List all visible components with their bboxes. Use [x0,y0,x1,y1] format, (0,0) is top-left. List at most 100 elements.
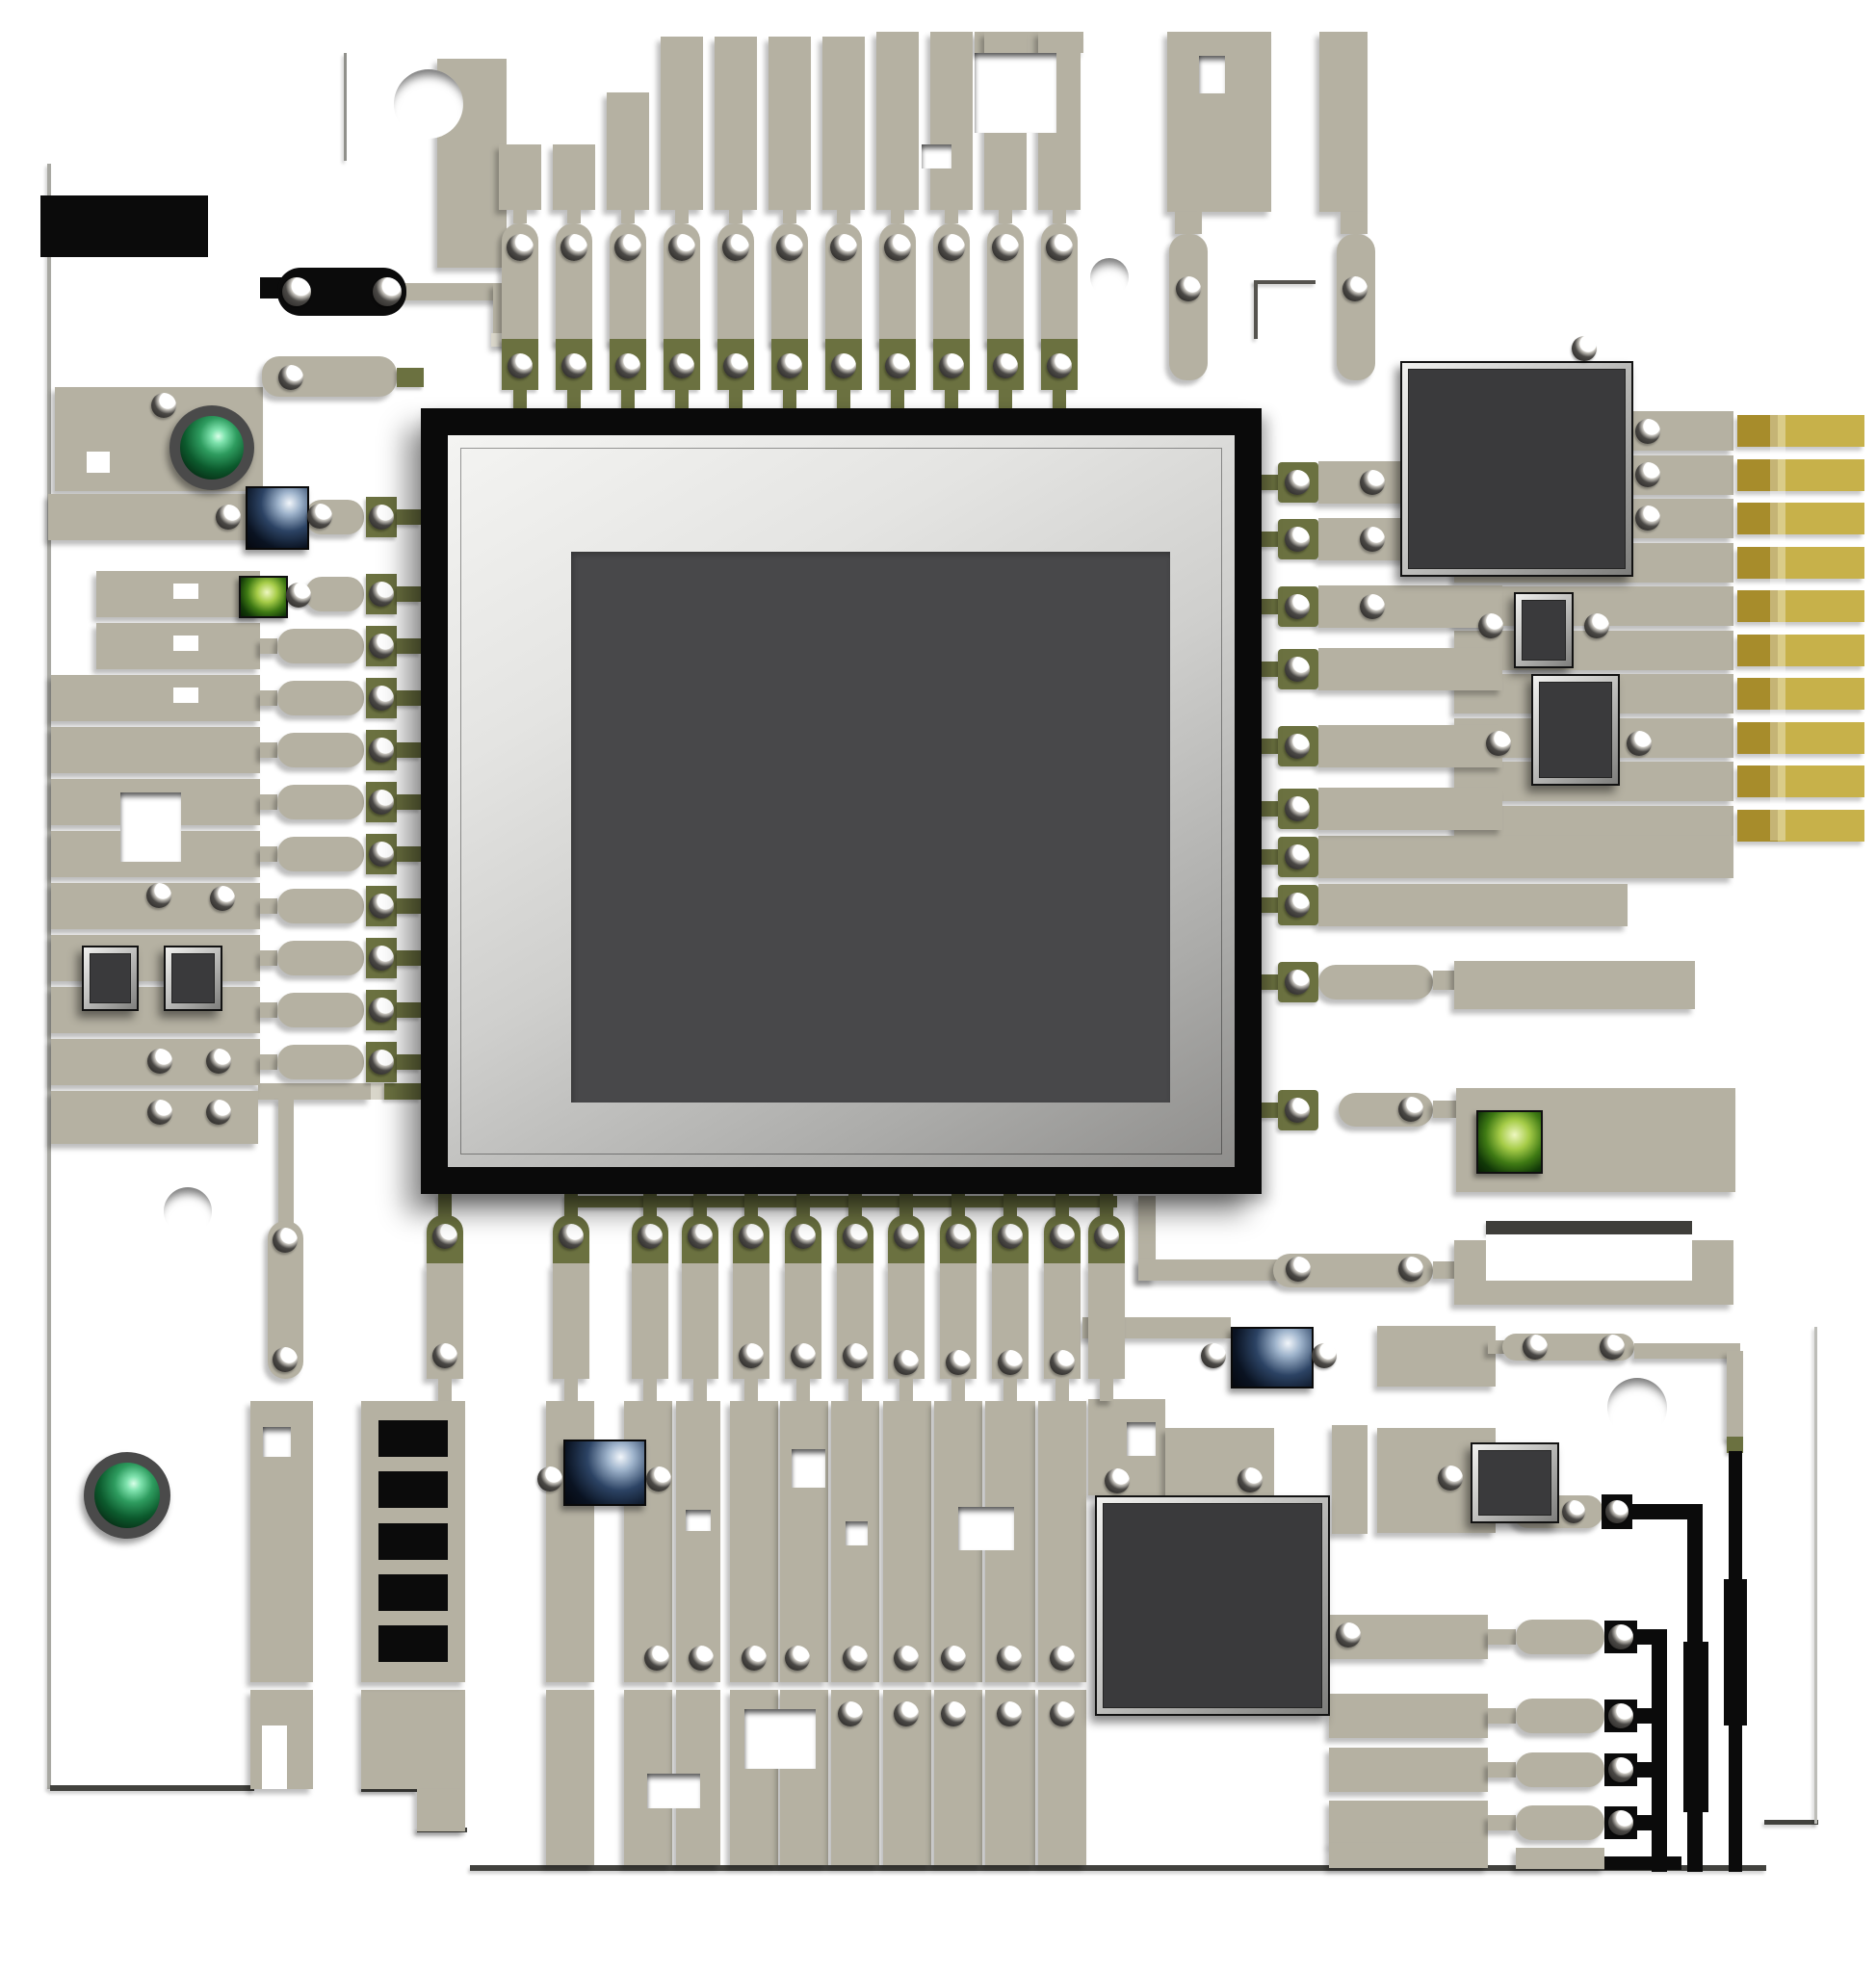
black-pad [1637,1708,1666,1724]
trace-stem [1262,974,1278,990]
solder-dot [843,1343,868,1368]
solder-dot [1285,594,1310,619]
led-ring [169,405,254,490]
solder-dot [1360,470,1385,495]
copper-trace [1433,971,1454,990]
trace-stem [564,1379,578,1401]
solder-dot [776,234,803,261]
solder-dot [689,1646,714,1671]
solder-dot [273,1228,298,1253]
solder-dot [559,1224,584,1249]
solder-dot [669,353,694,378]
copper-bar [1318,788,1502,830]
solder-dot [884,234,911,261]
solder-dot [644,1646,669,1671]
solder-dot [1285,734,1310,759]
board-cutout [792,1449,825,1488]
trace-stem [1262,897,1278,913]
copper-bar [822,37,865,210]
pad-capsule [277,785,364,819]
ic-chip [1514,592,1574,668]
solder-dot [894,1350,919,1375]
glossy-green-component [239,576,288,618]
solder-dot [369,634,394,659]
solder-dot [993,353,1018,378]
board-cutout [647,1774,700,1808]
solder-dot [843,1224,868,1249]
solder-dot [560,234,587,261]
board-cutout [1199,56,1225,93]
trace-stem [397,1054,421,1070]
ic-chip [1471,1442,1559,1523]
pad-capsule [277,993,364,1027]
trace-stem [564,1194,578,1219]
copper-trace [1332,1425,1368,1534]
trace-stem [945,210,958,223]
trace-stem [1055,1194,1069,1219]
solder-dot [369,894,394,919]
trace-stem [260,794,277,810]
solder-dot [369,582,394,607]
solder-dot [1562,1500,1585,1523]
copper-trace [1634,1343,1740,1359]
copper-trace [1341,212,1368,234]
ic-chip [1531,674,1620,786]
board-cutout [922,144,951,169]
copper-trace [1337,234,1375,380]
solder-dot [147,1049,172,1074]
board-edge [50,1785,254,1791]
pad-body [1088,1263,1125,1379]
board-edge [1486,1221,1692,1234]
trace-stem [1262,662,1278,677]
copper-bar [1329,1694,1488,1738]
led-core [94,1463,160,1528]
copper-trace [1318,965,1433,999]
copper-bar [553,144,595,210]
trace-stem [1262,475,1278,490]
solder-dot [561,353,586,378]
trace-stem [1262,599,1278,614]
copper-bar [876,32,919,210]
solder-dot [739,1343,764,1368]
trace-stem [891,210,904,223]
trace-stem [260,1002,277,1018]
solder-dot [373,277,402,306]
solder-dot [1050,1350,1075,1375]
copper-trace [1318,836,1733,878]
pad-capsule [1516,1620,1604,1654]
copper-bar [1318,585,1502,628]
solder-dot [278,365,303,390]
copper-trace [1138,1259,1281,1281]
trace-stem [397,690,421,706]
trace-stem [260,690,277,706]
board-cutout [846,1521,868,1545]
board-edge [1254,280,1258,339]
solder-dot [992,234,1019,261]
solder-dot [941,1646,966,1671]
solder-dot [894,1701,919,1726]
board-cutout [263,1427,291,1457]
gold-finger [1737,547,1864,579]
pad-capsule [305,577,364,611]
solder-dot [507,234,534,261]
solder-dot [369,1050,394,1075]
solder-dot [1584,613,1609,638]
gold-sheen [1770,409,1785,841]
solder-dot [668,234,695,261]
copper-bar [1318,725,1502,767]
trace-stem [999,390,1012,408]
trace-stem [513,390,527,408]
solder-dot [1047,353,1072,378]
trace-stem [1055,1379,1069,1401]
solder-dot [638,1224,663,1249]
solder-dot [1312,1343,1337,1368]
copper-bar [1329,1801,1488,1845]
solder-dot [1238,1467,1263,1492]
solder-dot [1285,527,1310,552]
black-component [378,1523,448,1560]
trace-stem [783,210,796,223]
solder-dot [537,1466,562,1492]
trace-stem [1488,1708,1516,1724]
trace-stem [1100,1379,1113,1401]
solder-dot [688,1224,713,1249]
